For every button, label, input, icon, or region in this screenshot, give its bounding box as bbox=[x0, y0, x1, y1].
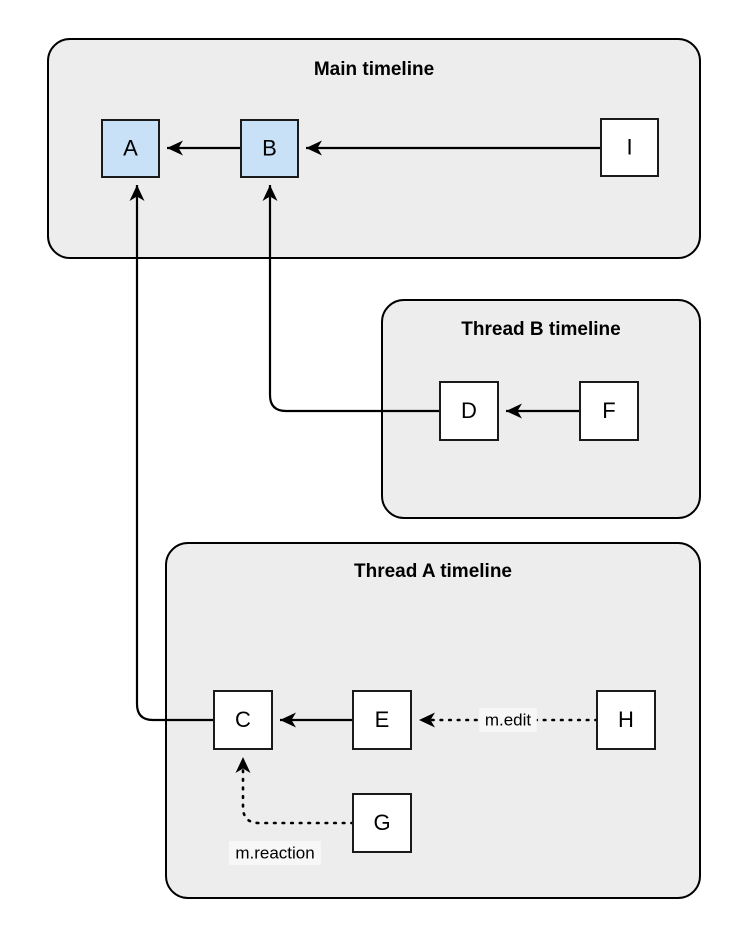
arrowhead-b-to-a-icon bbox=[167, 140, 183, 156]
node-c-box[interactable] bbox=[213, 690, 273, 750]
node-d-label: D bbox=[461, 398, 477, 423]
node-e[interactable]: E bbox=[352, 690, 412, 750]
group-thread-b-timeline[interactable]: Thread B timeline bbox=[381, 299, 701, 519]
node-f-box[interactable] bbox=[579, 381, 639, 441]
node-i-label: I bbox=[626, 134, 632, 159]
edge-label-background bbox=[479, 708, 537, 732]
edge-label-background bbox=[229, 841, 321, 865]
edge-b-to-a[interactable] bbox=[167, 140, 241, 156]
group-main-timeline-title: Main timeline bbox=[314, 59, 434, 80]
edge-labels-layer: m.edit m.reaction bbox=[229, 708, 537, 865]
node-f[interactable]: F bbox=[579, 381, 639, 441]
node-d[interactable]: D bbox=[439, 381, 499, 441]
arrowhead-i-to-b-icon bbox=[306, 140, 322, 156]
edge-label-text: m.reaction bbox=[235, 843, 314, 862]
node-h-label: H bbox=[618, 707, 634, 732]
node-h[interactable]: H bbox=[596, 690, 656, 750]
edge-e-to-c[interactable] bbox=[280, 712, 353, 728]
edge-label-m-reaction: m.reaction bbox=[229, 841, 321, 865]
node-i[interactable]: I bbox=[600, 118, 659, 177]
group-thread-a-timeline-title: Thread A timeline bbox=[354, 561, 512, 582]
nodes-layer: A B I D F C E H G bbox=[101, 118, 659, 853]
node-b[interactable]: B bbox=[240, 119, 299, 178]
edge-c-to-a-line[interactable] bbox=[135, 185, 214, 722]
node-a-label: A bbox=[123, 135, 138, 160]
edge-label-text: m.edit bbox=[485, 710, 532, 729]
arrowhead-f-to-d-icon bbox=[506, 403, 522, 419]
node-g-box[interactable] bbox=[352, 793, 412, 853]
arrowhead-c-to-a-icon bbox=[129, 185, 145, 201]
group-thread-b-timeline-title: Thread B timeline bbox=[461, 319, 620, 340]
arrowhead-g-to-c-icon bbox=[235, 757, 251, 773]
arrowhead-d-to-b-icon bbox=[262, 185, 278, 201]
arrowhead-h-to-e-icon bbox=[419, 712, 435, 728]
edge-f-to-d[interactable] bbox=[506, 403, 580, 419]
edge-i-to-b[interactable] bbox=[306, 140, 601, 156]
node-a-box[interactable] bbox=[101, 119, 160, 178]
edge-g-to-c-line[interactable] bbox=[241, 755, 355, 825]
node-d-box[interactable] bbox=[439, 381, 499, 441]
node-b-box[interactable] bbox=[240, 119, 299, 178]
node-g[interactable]: G bbox=[352, 793, 412, 853]
edge-d-to-b[interactable] bbox=[262, 185, 441, 413]
arrowhead-e-to-c-icon bbox=[280, 712, 296, 728]
node-c-label: C bbox=[235, 707, 251, 732]
edges-layer bbox=[129, 140, 601, 825]
node-e-label: E bbox=[375, 707, 390, 732]
node-a[interactable]: A bbox=[101, 119, 160, 178]
edge-g-to-c[interactable] bbox=[235, 755, 355, 825]
group-thread-b-timeline-box[interactable] bbox=[381, 299, 701, 519]
node-g-label: G bbox=[373, 810, 390, 835]
edge-d-to-b-line[interactable] bbox=[268, 185, 440, 413]
node-b-label: B bbox=[262, 135, 277, 160]
edge-h-to-e[interactable] bbox=[417, 712, 599, 728]
edge-c-to-a[interactable] bbox=[129, 185, 215, 722]
node-h-box[interactable] bbox=[596, 690, 656, 750]
node-i-box[interactable] bbox=[600, 118, 659, 177]
node-f-label: F bbox=[602, 398, 615, 423]
edge-label-m-edit: m.edit bbox=[479, 708, 537, 732]
node-e-box[interactable] bbox=[352, 690, 412, 750]
node-c[interactable]: C bbox=[213, 690, 273, 750]
